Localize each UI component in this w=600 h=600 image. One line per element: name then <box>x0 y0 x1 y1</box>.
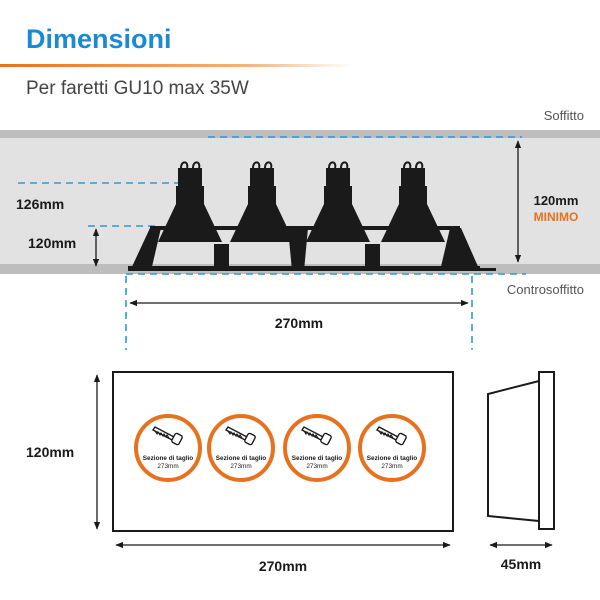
controsoffitto-label: Controsoffitto <box>507 282 584 297</box>
page-title: Dimensioni <box>26 24 172 54</box>
cutout-value: 273mm <box>230 463 251 470</box>
page-subtitle: Per faretti GU10 max 35W <box>26 78 249 99</box>
dim-120-label: 120mm <box>28 235 76 251</box>
cutout-4: Sezione di taglio 273mm <box>358 414 426 482</box>
dim-min-note: MINIMO <box>534 210 579 224</box>
cutout-2: Sezione di taglio 273mm <box>207 414 275 482</box>
soffitto-label: Soffitto <box>544 108 584 123</box>
cutout-value: 273mm <box>157 463 178 470</box>
cutout-value: 273mm <box>381 463 402 470</box>
cutout-1: Sezione di taglio 273mm <box>134 414 202 482</box>
cutout-label: Sezione di taglio <box>367 455 418 462</box>
lamp-2 <box>230 161 294 242</box>
cutout-label: Sezione di taglio <box>292 455 343 462</box>
dim-126-label: 126mm <box>16 196 64 212</box>
front-height-label: 120mm <box>26 444 74 460</box>
side-depth-label: 45mm <box>501 556 541 572</box>
cutout-label: Sezione di taglio <box>143 455 194 462</box>
lamp-3 <box>306 161 370 242</box>
dim-min-value: 120mm <box>534 193 579 208</box>
dim-width-label: 270mm <box>275 315 323 331</box>
cutout-label: Sezione di taglio <box>216 455 267 462</box>
lamp-4 <box>381 161 445 242</box>
lamps <box>158 161 445 242</box>
ceiling-slab <box>0 130 600 138</box>
title-underline <box>0 64 352 67</box>
cutout-3: Sezione di taglio 273mm <box>283 414 351 482</box>
side-view <box>487 371 555 530</box>
product-section <box>128 226 496 271</box>
cutout-value: 273mm <box>306 463 327 470</box>
front-width-label: 270mm <box>259 558 307 574</box>
lamp-1 <box>158 161 222 242</box>
reference-lines <box>18 136 526 350</box>
